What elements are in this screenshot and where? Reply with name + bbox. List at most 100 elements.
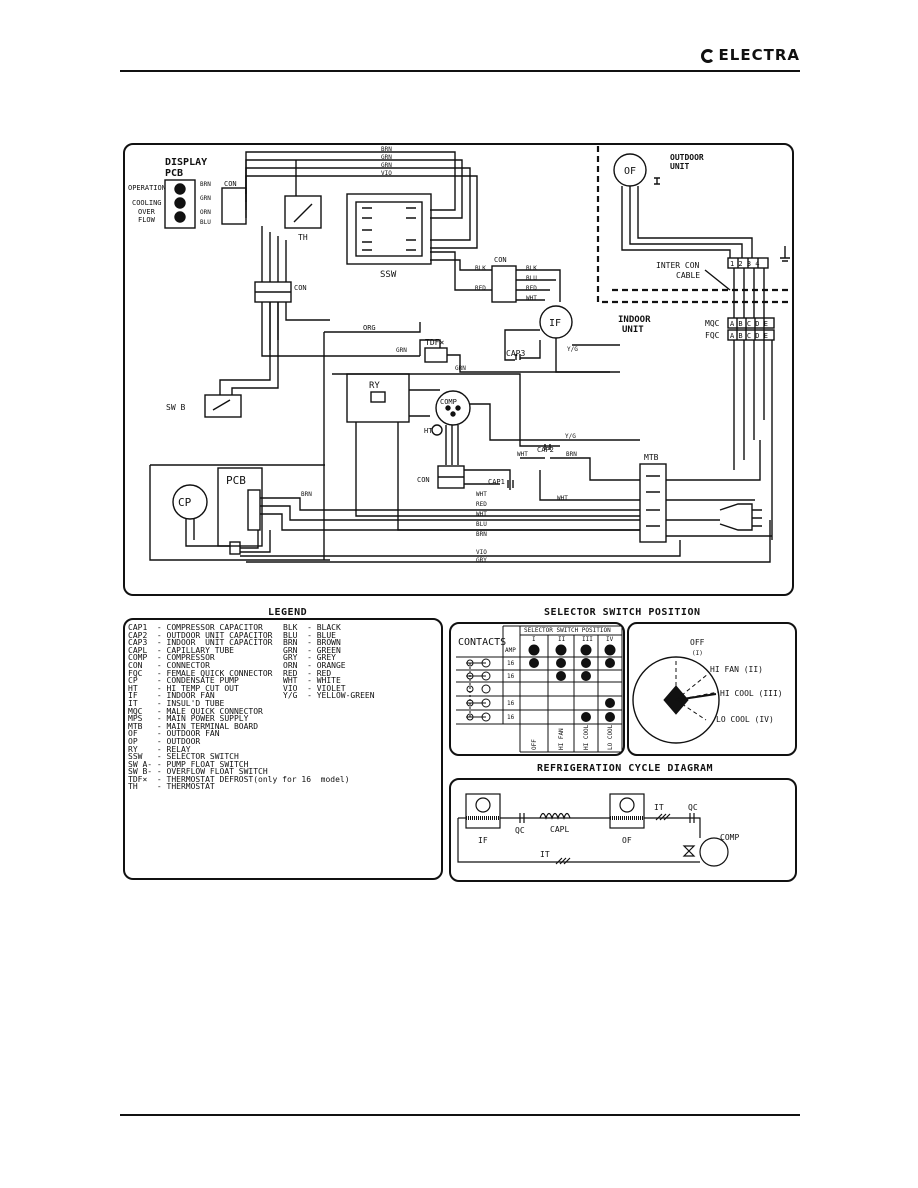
refrigeration-frame (449, 778, 797, 882)
legend-item: CAPL - CAPILLARY TUBE (128, 645, 234, 655)
ref-comp-label: COMP (720, 833, 739, 842)
legend-color-item: Y/G - YELLOW-GREEN (283, 691, 375, 701)
legend-color-item: GRN - GREEN (283, 645, 341, 655)
legend-item: CAP2 - OUTDOOR UNIT CAPACITOR (128, 630, 273, 640)
mqc-label: MQC (705, 319, 720, 328)
outdoor-fan-label: OF (624, 166, 636, 177)
selector-dial-icon (632, 656, 720, 744)
svg-text:RED: RED (476, 501, 487, 508)
comp-label: COMP (440, 398, 457, 406)
legend-color-item: VIO - VIOLET (283, 683, 346, 693)
svg-text:GRY: GRY (476, 557, 487, 564)
legend-color-item: GRY - GREY (283, 653, 336, 663)
indoor-coil-box (465, 793, 501, 829)
indoor-fan-symbol-icon (475, 797, 491, 813)
svg-text:UNIT: UNIT (622, 325, 644, 335)
indoor-unit-label: INDOOR (618, 315, 651, 325)
sw-b-label: SW B (166, 403, 185, 412)
svg-text:QC: QC (515, 826, 525, 835)
legend-item: TDF× - THERMOSTAT DEFROST(only for 16 mo… (128, 774, 350, 784)
dial-off-label: OFF (690, 638, 705, 647)
svg-text:VIO: VIO (381, 170, 392, 177)
svg-text:1 2 3 4: 1 2 3 4 (730, 260, 760, 268)
thermostat-box (284, 195, 322, 229)
legend-item: SW A- - PUMP FLOAT SWITCH (128, 759, 249, 769)
outdoor-coil-box (609, 793, 645, 829)
brand-name: ELECTRA (718, 46, 800, 64)
svg-text:CON: CON (494, 256, 507, 264)
footer-rule (120, 1114, 800, 1116)
valve-icon (682, 845, 696, 857)
legend-color-item: ORN - ORANGE (283, 660, 346, 670)
svg-text:16: 16 (507, 714, 515, 721)
svg-text:GRN: GRN (381, 162, 392, 169)
legend-title: LEGEND (268, 607, 308, 618)
fqc-connector (727, 329, 775, 341)
legend-item: SSW - SELECTOR SWITCH (128, 752, 239, 762)
inter-con-label: INTER CON (656, 261, 700, 270)
legend-item: MTB - MAIN TERMINAL BOARD (128, 721, 259, 731)
svg-text:HI COOL: HI COOL (583, 724, 590, 750)
selector-header: SELECTOR SWITCH POSITION (524, 627, 611, 634)
svg-text:WHT: WHT (517, 451, 528, 458)
svg-text:III: III (582, 636, 593, 643)
svg-text:16: 16 (507, 660, 515, 667)
contacts-frame (449, 622, 625, 756)
outdoor-unit-boundary (596, 146, 790, 304)
svg-text:HI FAN: HI FAN (558, 728, 565, 750)
svg-text:WHT: WHT (526, 295, 537, 302)
refrigeration-title: REFRIGERATION CYCLE DIAGRAM (537, 763, 714, 774)
main-terminal-board (639, 463, 667, 543)
cooling-label: COOLING (132, 199, 162, 207)
cap1-label: CAP1 (488, 478, 505, 486)
brand-logo: ELECTRA (700, 46, 800, 64)
cap3-label: CAP3 (506, 349, 525, 358)
dial-lo-cool-label: LO COOL (IV) (716, 715, 774, 724)
legend-frame (123, 618, 443, 880)
svg-text:Y/G: Y/G (567, 346, 578, 353)
hi-temp-cutout-icon (431, 424, 443, 436)
outdoor-fan-symbol-icon (619, 797, 635, 813)
svg-text:GRN: GRN (455, 365, 466, 372)
selector-title: SELECTOR SWITCH POSITION (544, 607, 701, 618)
mqc-connector (727, 317, 775, 329)
display-pcb-label: DISPLAY (165, 157, 207, 168)
svg-text:BRN: BRN (566, 451, 577, 458)
svg-text:BLK: BLK (475, 265, 486, 272)
legend-item: IT - INSUL'D TUBE (128, 698, 225, 708)
legend-item: CAP3 - INDOOR UNIT CAPACITOR (128, 638, 273, 648)
svg-text:BRN: BRN (200, 181, 211, 188)
overflow-led-icon (174, 211, 186, 223)
svg-text:WHT: WHT (476, 491, 487, 498)
legend-item: FQC - FEMALE QUICK CONNECTOR (128, 668, 273, 678)
legend-item: SW B- - OVERFLOW FLOAT SWITCH (128, 767, 268, 777)
mtb-label: MTB (644, 453, 659, 462)
svg-text:BLU: BLU (200, 219, 211, 226)
svg-text:Y/G: Y/G (565, 433, 576, 440)
svg-text:A B C D E: A B C D E (730, 332, 768, 340)
ssw-label: SSW (380, 270, 397, 280)
svg-text:BRN: BRN (301, 491, 312, 498)
selector-switch-box (346, 193, 432, 265)
legend-color-item: BLK - BLACK (283, 623, 341, 632)
operation-led-icon (174, 183, 186, 195)
svg-text:CAPL: CAPL (550, 825, 569, 834)
svg-text:BRN: BRN (476, 531, 487, 538)
svg-text:WHT: WHT (557, 495, 568, 502)
legend-item: HT - HI TEMP CUT OUT (128, 683, 239, 693)
svg-text:VIO: VIO (476, 549, 487, 556)
legend-item: RY - RELAY (128, 744, 191, 754)
svg-text:LO COOL: LO COOL (607, 724, 614, 750)
legend-colors: BLK - BLACK BLU - BLUE BRN - BROWN GRN -… (283, 624, 375, 700)
float-switch-b (204, 394, 242, 418)
indoor-fan-label: IF (549, 318, 561, 329)
legend-color-item: BRN - BROWN (283, 638, 341, 648)
contacts-label: CONTACTS (458, 637, 506, 648)
svg-text:BLU: BLU (476, 521, 487, 528)
display-pcb-box (164, 179, 196, 229)
cooling-led-icon (174, 197, 186, 209)
display-pcb-label-2: PCB (165, 168, 183, 179)
legend-item: MQC - MALE QUICK CONNECTOR (128, 706, 263, 716)
legend-item: OF - OUTDOOR FAN (128, 729, 220, 739)
